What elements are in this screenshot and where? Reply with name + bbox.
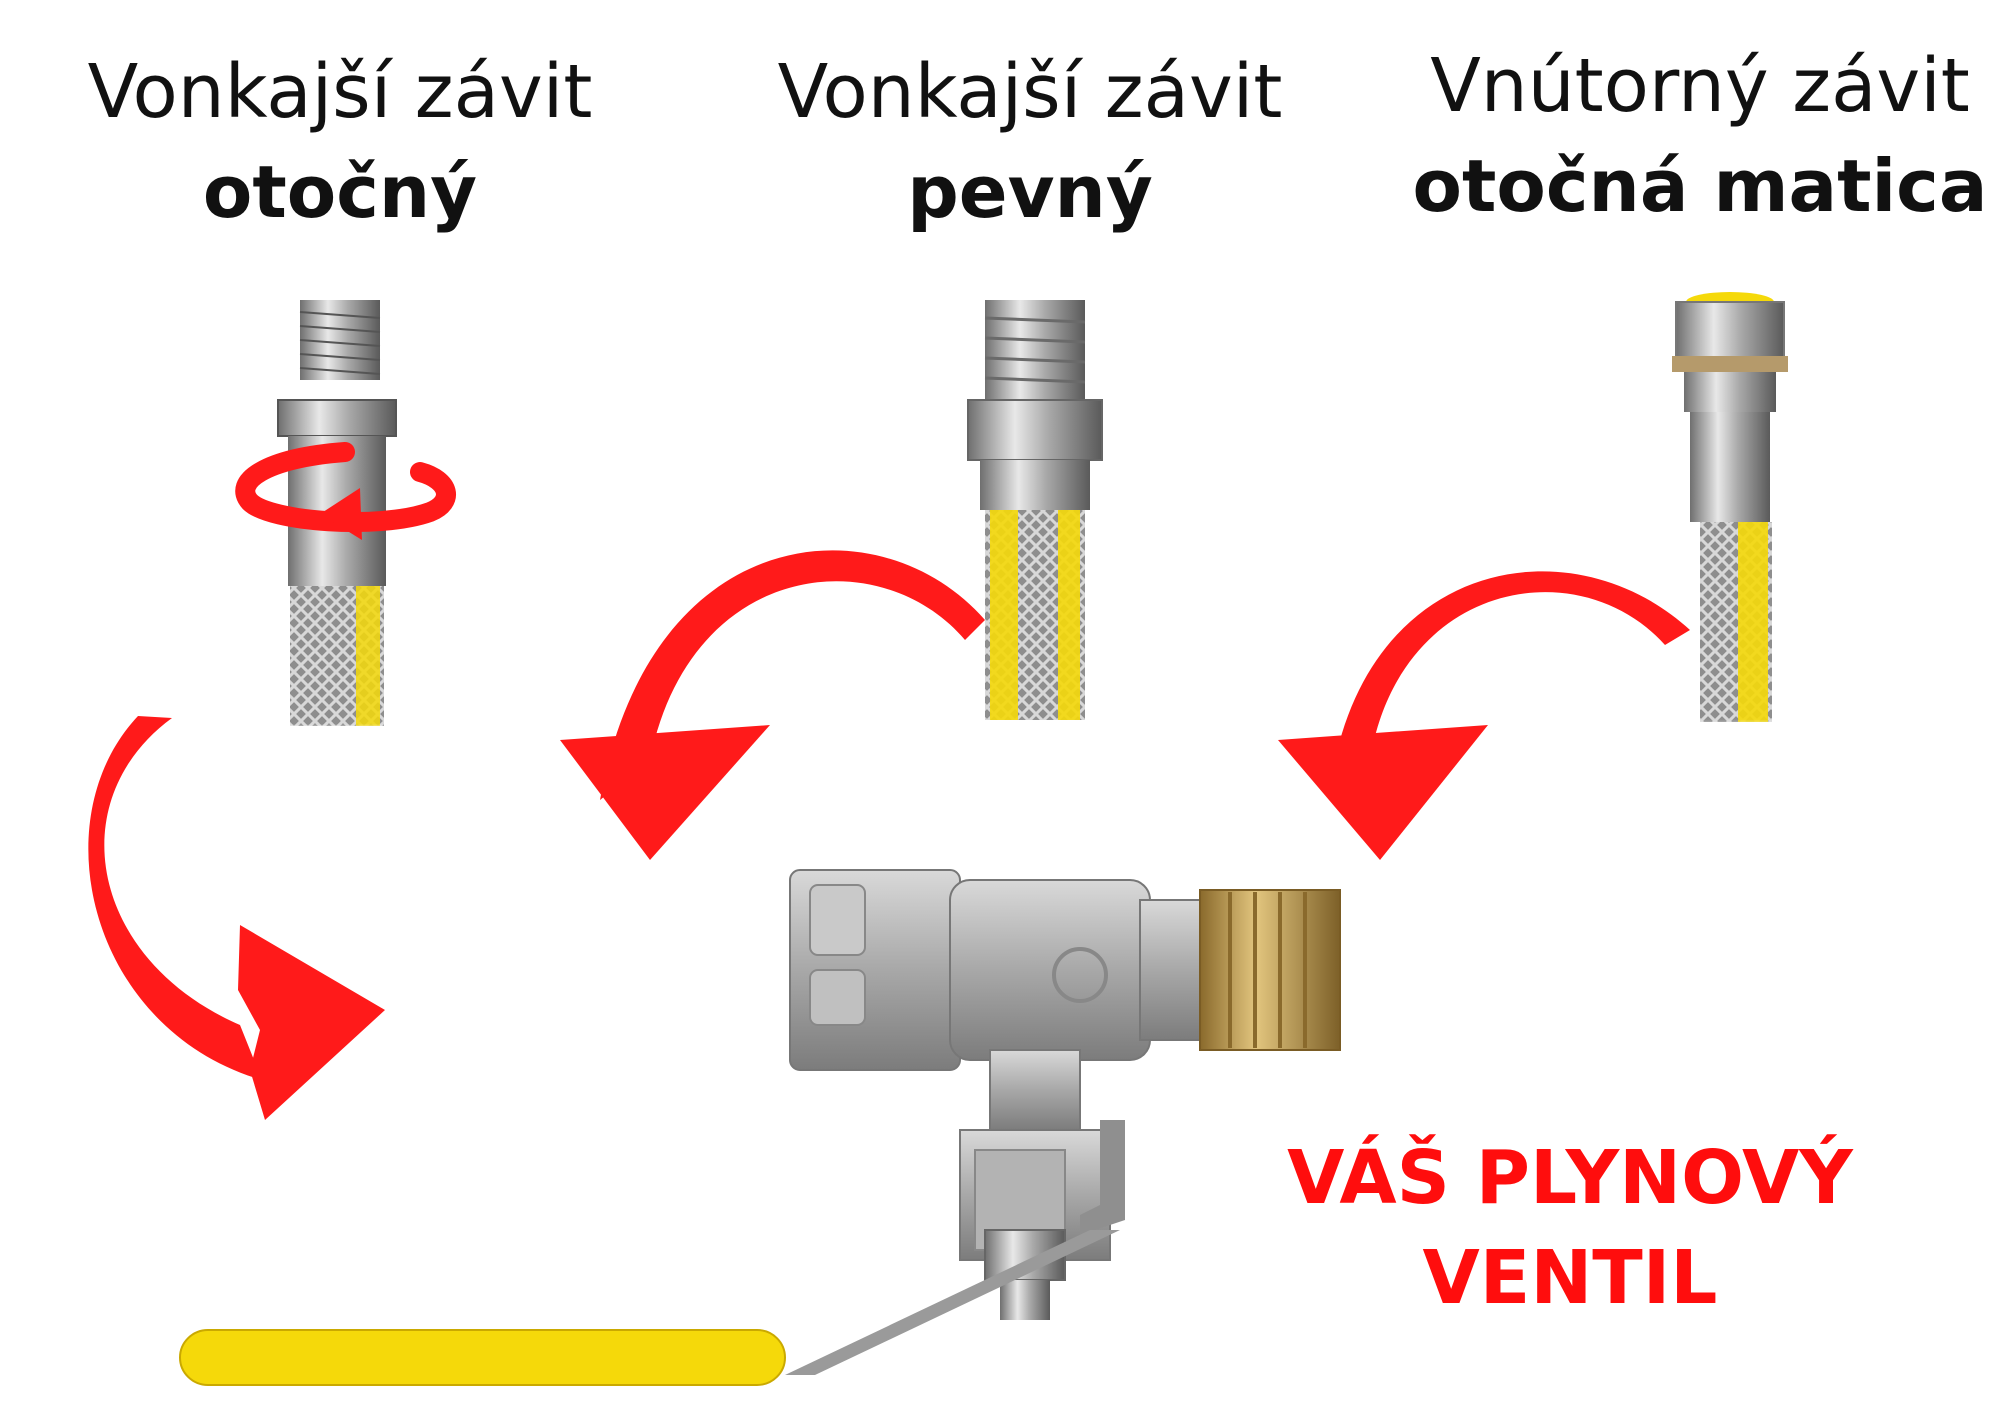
caption-emphasis: otočný [202, 150, 478, 234]
valve-label-line: VÁŠ PLYNOVÝ [1287, 1135, 1853, 1221]
curved-arrow-icon [1278, 571, 1690, 860]
caption-line: Vonkajší závit [87, 49, 593, 135]
curved-arrow-icon [88, 716, 385, 1120]
caption-female-thread-nut: Vnútorný závit otočná matica [1400, 36, 2000, 236]
hose-female-nut [1672, 292, 1790, 730]
caption-fixed-male-thread: Vonkajší závit pevný [730, 42, 1330, 242]
caption-emphasis: otočná matica [1412, 144, 1988, 228]
caption-line: Vonkajší závit [777, 49, 1283, 135]
caption-swivel-male-thread: Vonkajší závit otočný [40, 42, 640, 242]
rotation-arrowhead-icon [320, 488, 362, 540]
caption-emphasis: pevný [907, 150, 1153, 234]
valve-label: VÁŠ PLYNOVÝ VENTIL [1200, 1128, 1940, 1328]
valve-handle-grip [179, 1329, 786, 1386]
valve-lever [785, 1230, 1120, 1375]
curved-arrow-icon [560, 550, 985, 860]
rotation-arrow-icon [235, 442, 456, 532]
caption-line: Vnútorný závit [1430, 43, 1970, 129]
gas-valve [179, 869, 1341, 1386]
hose-fixed-fitting [960, 300, 1110, 730]
valve-label-line: VENTIL [1422, 1235, 1718, 1321]
